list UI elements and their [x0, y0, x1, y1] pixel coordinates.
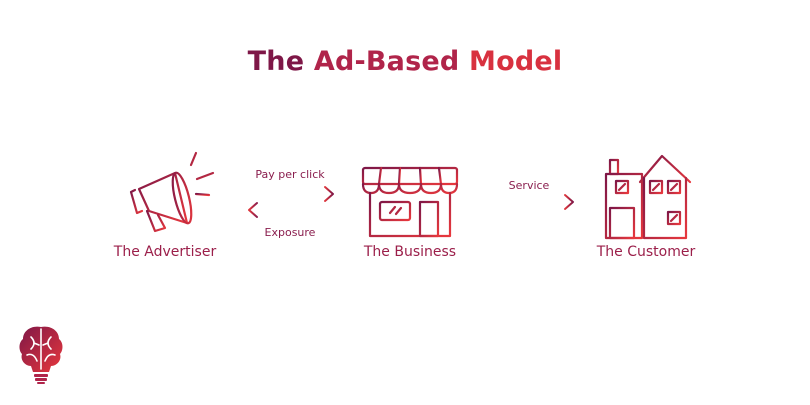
advertiser-label: The Advertiser [113, 244, 217, 260]
house-icon [600, 154, 692, 240]
title-word-1: The [247, 46, 305, 77]
arrow-right-service-icon [487, 194, 574, 210]
customer-label: The Customer [596, 244, 696, 260]
megaphone-icon [129, 151, 215, 233]
diagram-title: The Ad-Based Model [0, 46, 810, 77]
storefront-icon [361, 166, 459, 238]
title-word-2: Ad-Based [313, 46, 460, 77]
brain-logo-icon [19, 326, 63, 384]
business-label: The Business [363, 244, 457, 260]
service-label: Service [508, 179, 550, 192]
pay-per-click-label: Pay per click [255, 168, 325, 181]
title-word-3: Model [469, 46, 563, 77]
arrow-left-icon [248, 202, 335, 218]
arrow-right-icon [247, 186, 334, 202]
exposure-label: Exposure [264, 226, 316, 239]
